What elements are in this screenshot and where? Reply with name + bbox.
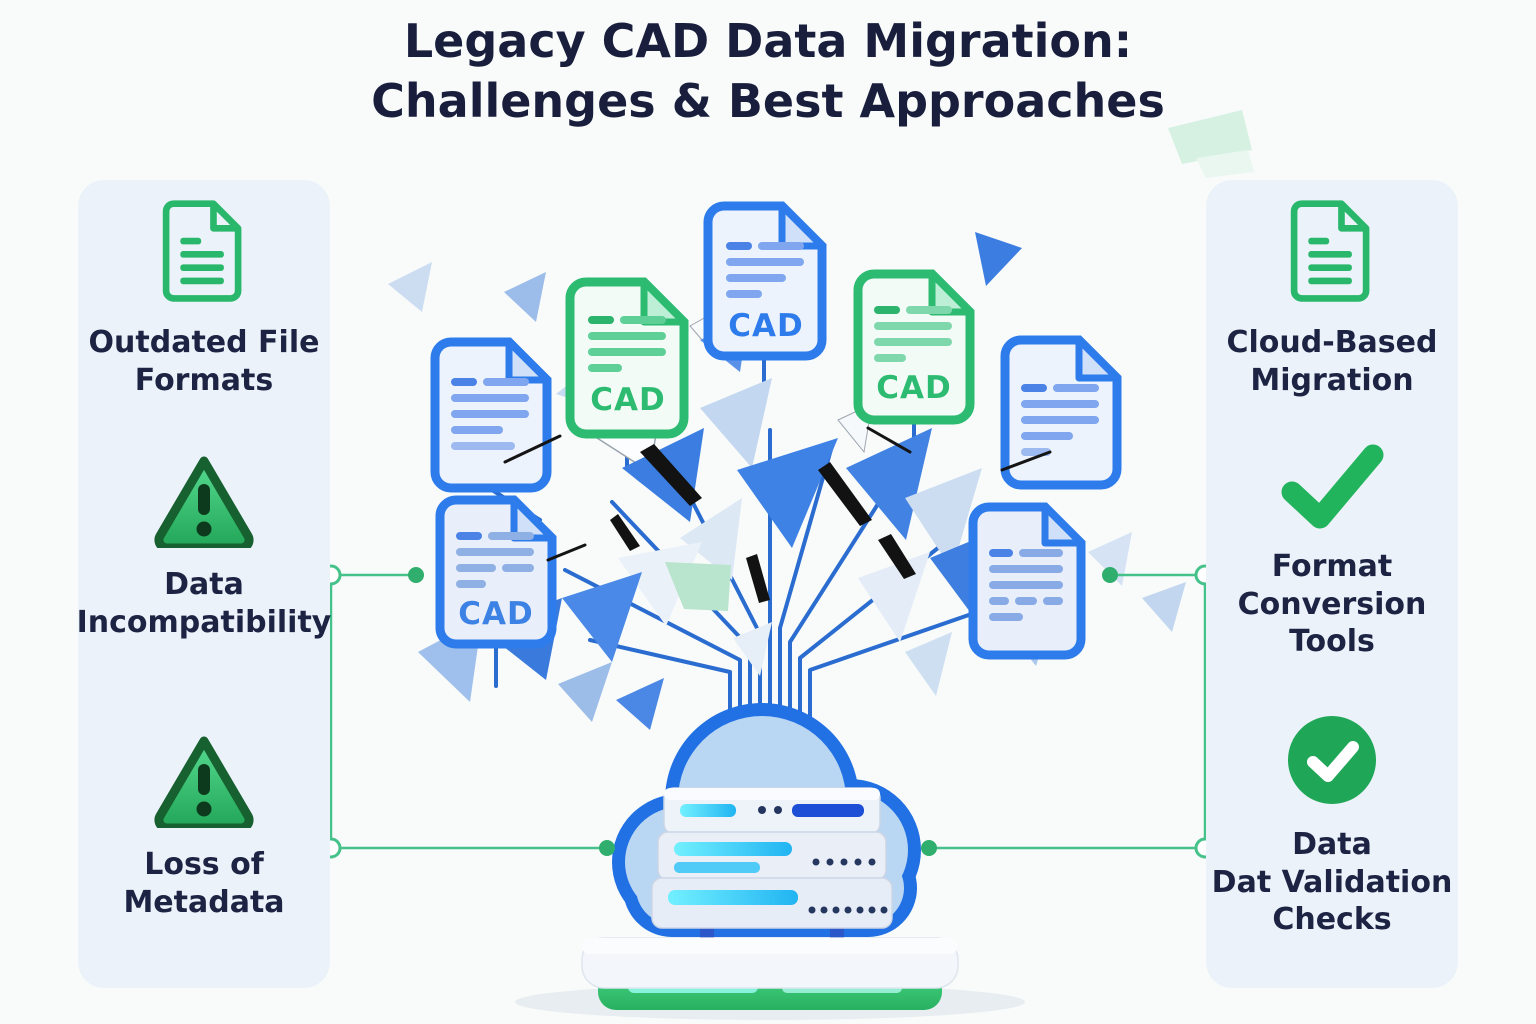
challenge-loss-of-metadata: Loss of Metadata [78,732,330,921]
crack-lines [503,426,1052,562]
approach-data-validation: Data Dat Validation Checks [1206,712,1458,939]
cad-file-green-icon: CAD [565,277,689,439]
challenge-label: Loss of Metadata [123,847,285,920]
challenge-label: Data Incompatibility [76,567,332,640]
cad-file-green-icon: CAD [853,269,975,425]
challenge-data-incompatibility: Data Incompatibility [76,452,332,641]
server-stack-icon [651,787,893,929]
warning-triangle-icon [152,732,256,833]
approach-label: Data Dat Validation Checks [1211,827,1453,937]
check-circle-icon [1284,712,1380,812]
title-line-1: Legacy CAD Data Migration: [403,14,1133,68]
approach-label: Format Conversion Tools [1237,549,1427,659]
cad-file-blue-icon [968,502,1086,660]
title-line-2: Challenges & Best Approaches [371,73,1165,128]
approach-format-conversion: Format Conversion Tools [1206,442,1458,661]
svg-text:CAD: CAD [728,308,803,344]
cad-file-blue-icon: CAD [435,495,557,649]
cad-file-blue-icon [1000,335,1122,490]
document-icon [156,198,252,310]
checkmark-icon [1276,442,1388,534]
page-title: Legacy CAD Data Migration: Challenges & … [0,12,1536,132]
platform [515,937,1025,1020]
connector-lines [329,573,1207,850]
svg-text:CAD: CAD [590,382,665,418]
warning-triangle-icon [152,452,256,553]
challenge-outdated-formats: Outdated File Formats [78,198,330,399]
challenges-panel: Outdated File Formats Data Incompatibili… [76,180,332,988]
svg-text:CAD: CAD [458,596,533,632]
approach-label: Cloud-Based Migration [1226,325,1438,398]
svg-text:CAD: CAD [876,370,951,406]
cad-file-blue-icon [430,337,552,493]
cad-documents: CAD CAD CAD [430,201,1122,660]
document-icon [1284,198,1380,310]
approach-cloud-migration: Cloud-Based Migration [1206,198,1458,399]
approaches-panel: Cloud-Based Migration Format Conversion … [1206,180,1458,988]
cad-file-blue-icon: CAD [703,201,827,361]
background-decoration [1168,110,1254,178]
challenge-label: Outdated File Formats [88,325,320,398]
